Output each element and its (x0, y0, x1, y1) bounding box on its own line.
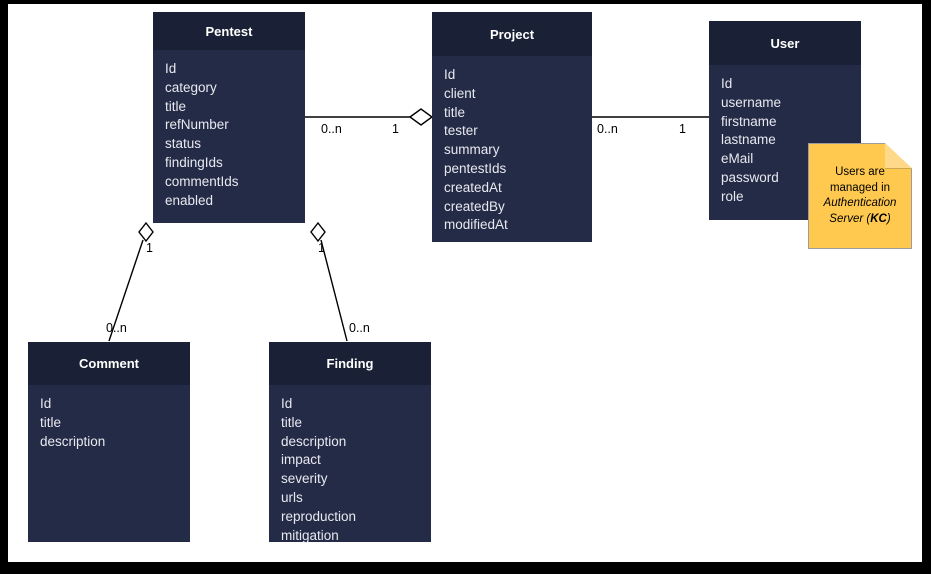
attribute: firstname (721, 113, 777, 129)
class-box-finding[interactable]: Finding Id title description impact seve… (269, 342, 431, 543)
attribute: description (281, 433, 347, 449)
note-text: Users are managed in Authentication Serv… (817, 165, 904, 227)
class-box-pentest[interactable]: Pentest Id category title refNumber stat… (153, 12, 305, 223)
class-title-comment: Comment (28, 342, 190, 385)
attribute: client (444, 85, 476, 101)
multiplicity-finding-pentest-from: 0..n (349, 321, 370, 335)
note-line-4: Server ( (829, 212, 871, 225)
attribute: lastname (721, 132, 776, 148)
multiplicity-comment-pentest-to: 1 (146, 241, 153, 255)
class-box-comment[interactable]: Comment Id title description (28, 342, 190, 542)
edge-pentest-finding (320, 239, 348, 342)
multiplicity-finding-pentest-to: 1 (318, 241, 325, 255)
attribute: pentestIds (444, 160, 507, 176)
attribute: urls (281, 489, 303, 505)
attribute: enabled (165, 192, 214, 208)
class-attributes-comment: Id title description (28, 385, 190, 542)
attribute: impact (281, 452, 321, 468)
attribute: mitigation (281, 527, 339, 543)
class-attributes-finding: Id title description impact severity url… (269, 385, 431, 543)
note-line-2: managed in (829, 181, 891, 194)
multiplicity-comment-pentest-from: 0..n (106, 321, 127, 335)
multiplicity-pentest-project-to: 1 (392, 122, 399, 136)
attribute: title (444, 104, 466, 120)
note-line-5: ) (886, 212, 891, 225)
diagram-canvas: 0..n 1 0..n 1 1 0..n 1 0..n Pentest Id c… (8, 4, 922, 562)
attribute: status (165, 136, 202, 152)
class-attributes-project: Id client title tester summary pentestId… (432, 56, 592, 242)
class-title-user: User (709, 21, 861, 65)
attribute: title (281, 414, 303, 430)
attribute: severity (281, 471, 328, 487)
aggregation-diamond-pentest-finding (310, 221, 326, 243)
attribute: title (165, 98, 187, 114)
class-attributes-pentest: Id category title refNumber status findi… (153, 50, 305, 223)
attribute: category (165, 79, 217, 95)
aggregation-diamond-pentest-comment (138, 221, 154, 243)
attribute: description (40, 433, 106, 449)
attribute: Id (165, 61, 177, 76)
attribute: createdAt (444, 179, 502, 195)
attribute: refNumber (165, 117, 229, 133)
attribute: summary (444, 142, 500, 158)
attribute: createdBy (444, 198, 505, 214)
attribute: title (40, 414, 62, 430)
multiplicity-pentest-project-from: 0..n (321, 122, 342, 136)
aggregation-diamond-project (408, 108, 434, 126)
attribute: role (721, 188, 744, 204)
attribute: tester (444, 123, 478, 139)
multiplicity-project-user-from: 0..n (597, 122, 618, 136)
class-title-project: Project (432, 12, 592, 56)
class-title-finding: Finding (269, 342, 431, 385)
attribute: modifiedAt (444, 217, 508, 233)
note-abbr: KC (870, 212, 887, 225)
class-title-pentest: Pentest (153, 12, 305, 50)
class-box-project[interactable]: Project Id client title tester summary p… (432, 12, 592, 242)
class-attributes-user: Id username firstname lastname eMail pas… (709, 65, 861, 220)
attribute: Id (40, 396, 52, 411)
note-line-3: Authentication (823, 197, 897, 209)
attribute: username (721, 94, 782, 110)
attribute: findingIds (165, 154, 223, 170)
attribute: Id (281, 396, 293, 411)
attribute: reproduction (281, 508, 357, 524)
attribute: commentIds (165, 173, 239, 189)
attribute: Id (721, 76, 733, 91)
attribute: Id (444, 67, 456, 82)
note-line-1: Users are (835, 166, 885, 178)
attribute: password (721, 169, 779, 185)
attribute: eMail (721, 151, 754, 167)
multiplicity-project-user-to: 1 (679, 122, 686, 136)
